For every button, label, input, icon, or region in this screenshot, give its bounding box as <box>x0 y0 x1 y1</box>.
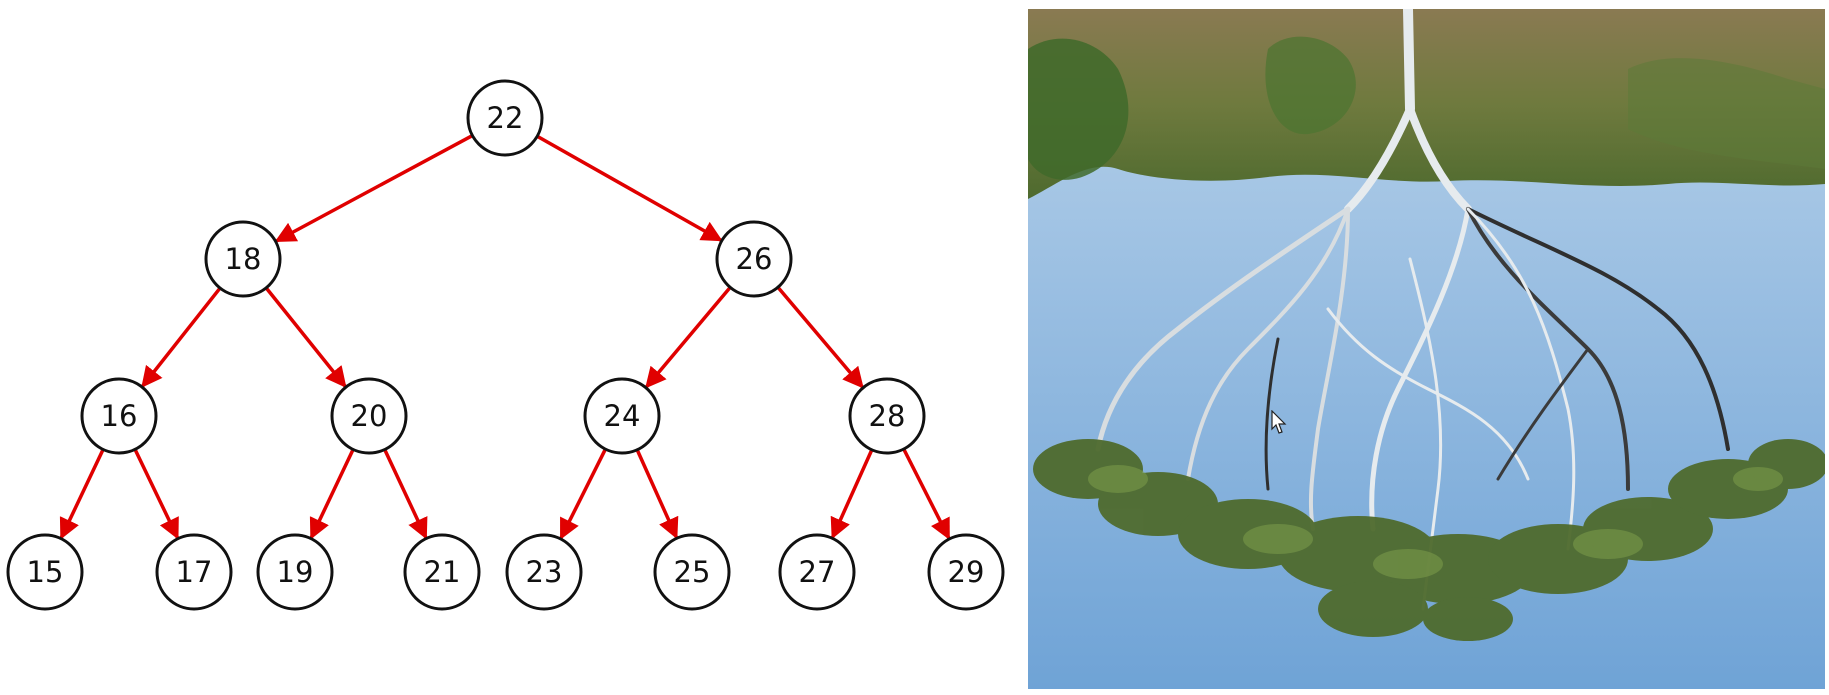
node-label: 23 <box>526 555 563 589</box>
tree-node-20: 20 <box>330 377 408 455</box>
node-label: 22 <box>487 101 524 135</box>
edge-24-25 <box>635 449 679 540</box>
tree-node-21: 21 <box>403 533 481 611</box>
node-circle <box>505 533 583 611</box>
node-circle <box>204 220 282 298</box>
node-circle <box>6 533 84 611</box>
tree-node-17: 17 <box>155 533 233 611</box>
node-circle <box>155 533 233 611</box>
edge-16-17 <box>133 448 180 540</box>
tree-node-29: 29 <box>927 533 1005 611</box>
edge-26-28 <box>776 286 864 389</box>
edge-28-29 <box>902 448 951 540</box>
node-label: 27 <box>799 555 836 589</box>
tree-branches <box>1095 9 1730 611</box>
hillside <box>1028 9 1825 199</box>
node-label: 16 <box>101 399 138 433</box>
node-circle <box>778 533 856 611</box>
node-circle <box>256 533 334 611</box>
node-label: 24 <box>604 399 641 433</box>
tree-node-19: 19 <box>256 533 334 611</box>
node-circle <box>583 377 661 455</box>
tree-node-15: 15 <box>6 533 84 611</box>
nodes-layer: 22 18 26 16 20 24 28 15 17 19 21 23 25 27 29 <box>6 79 1005 611</box>
node-label: 20 <box>351 399 388 433</box>
node-label: 26 <box>736 242 773 276</box>
edge-18-16 <box>141 286 222 388</box>
node-label: 19 <box>277 555 314 589</box>
edge-18-20 <box>264 286 347 389</box>
tree-node-18: 18 <box>204 220 282 298</box>
node-circle <box>466 79 544 157</box>
node-label: 25 <box>674 555 711 589</box>
edges-layer <box>59 133 951 540</box>
node-circle <box>80 377 158 455</box>
node-circle <box>848 377 926 455</box>
edge-22-18 <box>274 133 474 243</box>
edge-16-15 <box>59 448 105 540</box>
edge-20-21 <box>383 448 428 540</box>
node-label: 15 <box>27 555 64 589</box>
edge-20-19 <box>309 448 355 540</box>
edge-24-23 <box>559 448 608 540</box>
node-circle <box>403 533 481 611</box>
tree-node-24: 24 <box>583 377 661 455</box>
tree-node-22: 22 <box>466 79 544 157</box>
node-circle <box>330 377 408 455</box>
node-label: 21 <box>424 555 461 589</box>
tree-node-25: 25 <box>653 533 731 611</box>
tree-node-23: 23 <box>505 533 583 611</box>
node-circle <box>653 533 731 611</box>
tree-node-27: 27 <box>778 533 856 611</box>
node-label: 18 <box>225 242 262 276</box>
edge-28-27 <box>830 449 874 540</box>
upside-down-tree-photo <box>1028 9 1825 689</box>
edge-26-24 <box>645 286 732 389</box>
node-label: 28 <box>869 399 906 433</box>
mouse-pointer-icon <box>1271 410 1287 434</box>
node-label: 29 <box>948 555 985 589</box>
node-label: 17 <box>176 555 213 589</box>
node-circle <box>715 220 793 298</box>
tree-node-16: 16 <box>80 377 158 455</box>
tree-node-26: 26 <box>715 220 793 298</box>
edge-22-26 <box>536 134 723 242</box>
node-circle <box>927 533 1005 611</box>
bushes <box>1028 38 1129 180</box>
tree-node-28: 28 <box>848 377 926 455</box>
